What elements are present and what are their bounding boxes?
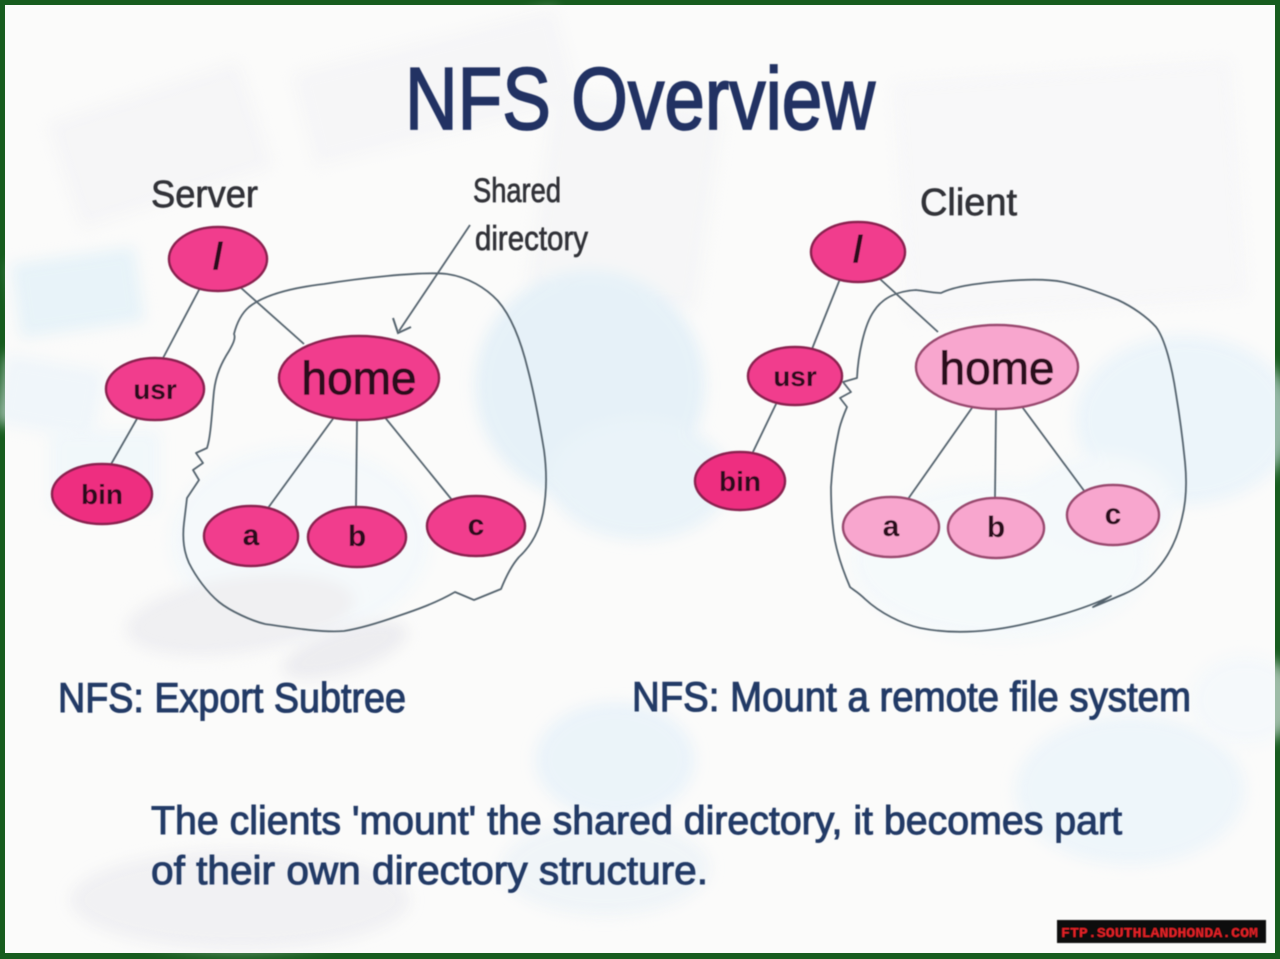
svg-text:/: /	[213, 236, 224, 278]
svg-text:bin: bin	[81, 479, 123, 510]
svg-text:NFS Overview: NFS Overview	[405, 49, 875, 148]
svg-text:usr: usr	[773, 361, 817, 392]
svg-text:Shared: Shared	[473, 172, 561, 210]
svg-text:a: a	[883, 510, 900, 543]
svg-text:The clients 'mount' the shared: The clients 'mount' the shared directory…	[151, 799, 1122, 843]
svg-text:Client: Client	[920, 182, 1017, 224]
svg-text:NFS: Export Subtree: NFS: Export Subtree	[58, 674, 406, 721]
svg-text:a: a	[243, 519, 260, 552]
svg-text:home: home	[940, 342, 1055, 394]
svg-text:home: home	[302, 352, 417, 404]
svg-text:c: c	[1105, 498, 1122, 531]
svg-text:of their own directory structu: of their own directory structure.	[151, 849, 708, 893]
svg-text:c: c	[468, 509, 485, 542]
svg-text:bin: bin	[719, 466, 761, 497]
svg-text:/: /	[853, 229, 864, 271]
svg-text:Server: Server	[151, 174, 258, 216]
svg-text:directory: directory	[475, 220, 588, 258]
svg-text:b: b	[348, 520, 366, 553]
svg-text:usr: usr	[133, 374, 177, 405]
svg-text:b: b	[987, 511, 1005, 544]
svg-text:NFS: Mount a remote file syste: NFS: Mount a remote file system	[632, 673, 1191, 720]
svg-text:FTP.SOUTHLANDHONDA.COM: FTP.SOUTHLANDHONDA.COM	[1061, 926, 1258, 942]
